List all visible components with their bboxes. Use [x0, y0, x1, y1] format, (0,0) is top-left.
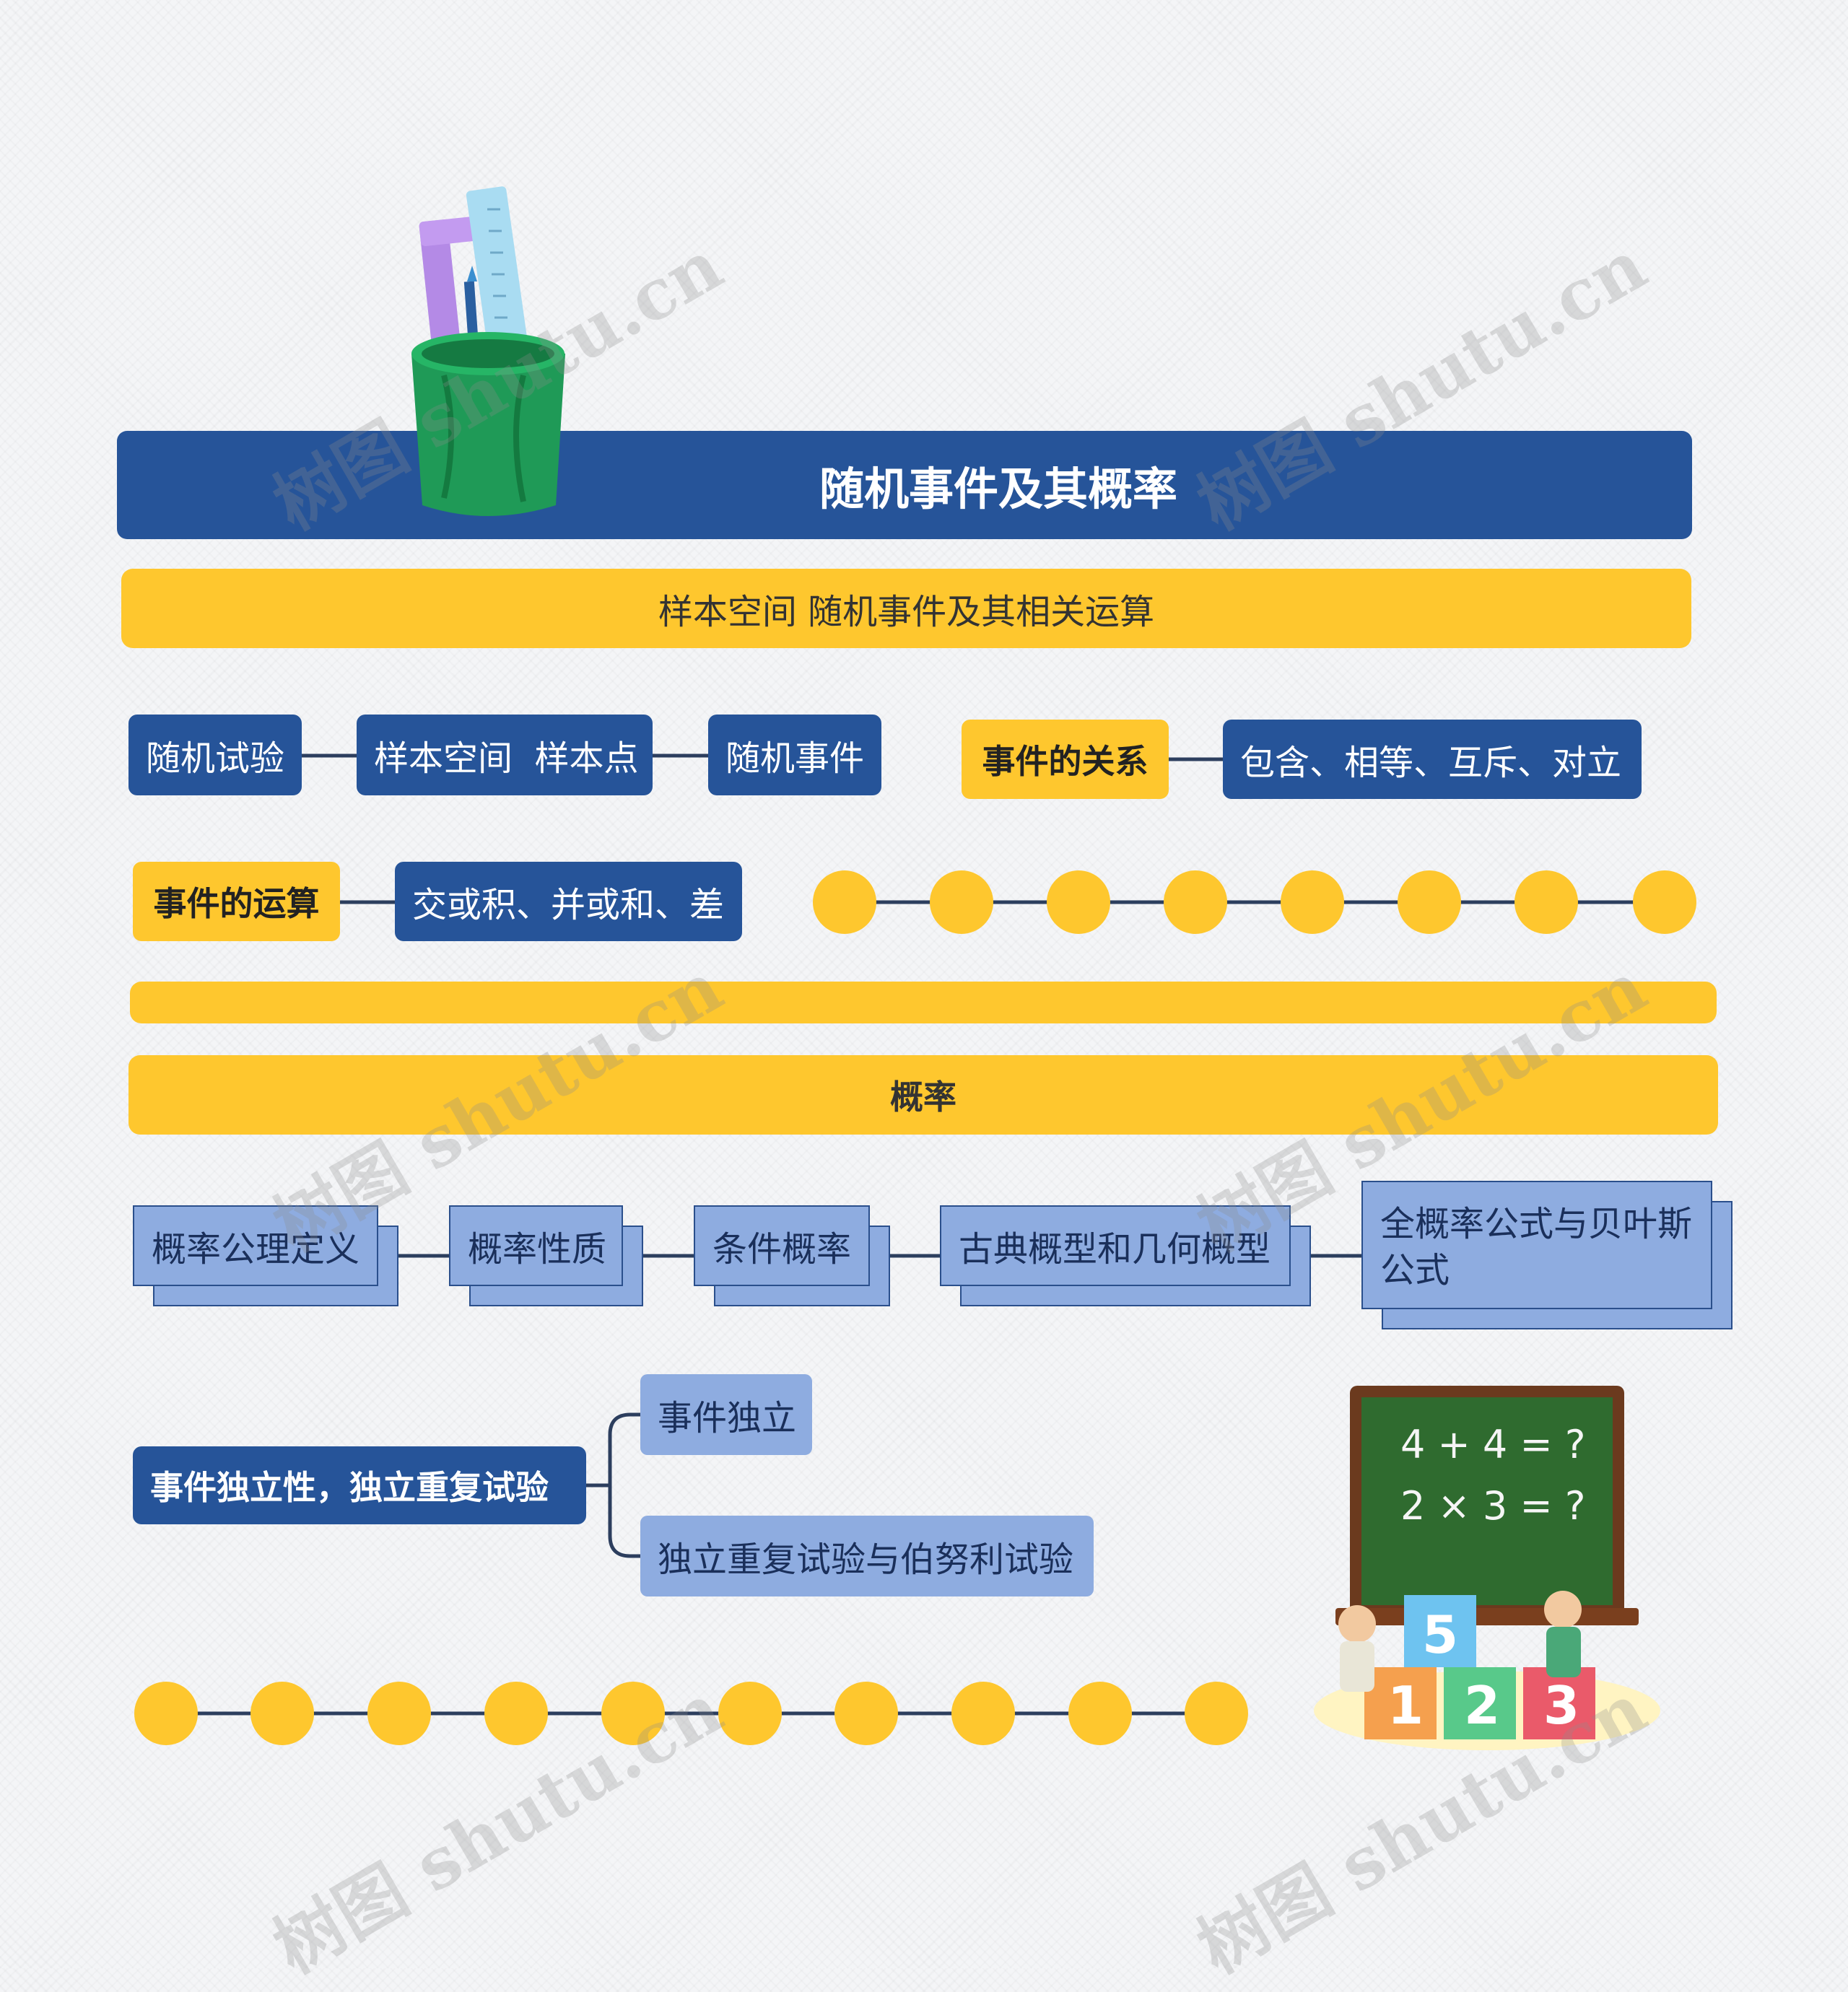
decor-dot: [134, 1682, 198, 1745]
node-bernoulli-trials[interactable]: 独立重复试验与伯努利试验: [640, 1516, 1094, 1596]
decor-dot: [601, 1682, 665, 1745]
node-independence[interactable]: 事件独立性，独立重复试验: [133, 1446, 586, 1524]
block-label: 3: [1543, 1675, 1579, 1736]
node-label: 事件独立: [658, 1398, 797, 1438]
node-label: 交或积、并或和、差: [412, 885, 725, 925]
decor-dot: [813, 870, 876, 934]
blackboard-line1: 4 + 4 = ?: [1400, 1422, 1586, 1467]
node-conditional-probability[interactable]: 条件概率: [694, 1205, 890, 1308]
decor-dot: [834, 1682, 898, 1745]
node-random-experiment[interactable]: 随机试验: [128, 715, 302, 795]
decor-dot: [1068, 1682, 1132, 1745]
node-total-probability-bayes[interactable]: 全概率公式与贝叶斯公式: [1361, 1181, 1732, 1331]
section-header-probability-text: 概率: [890, 1078, 956, 1117]
node-label: 样本空间 样本点: [374, 738, 639, 779]
node-event-operation[interactable]: 事件的运算: [133, 862, 340, 941]
block-label: 5: [1422, 1604, 1458, 1665]
node-random-event[interactable]: 随机事件: [708, 715, 881, 795]
decor-dot: [1398, 870, 1461, 934]
decor-dot: [1047, 870, 1110, 934]
page-title: 随机事件及其概率: [117, 431, 1692, 539]
node-label: 随机试验: [146, 738, 285, 779]
node-label: 事件的运算: [153, 884, 320, 923]
blackboard-line2: 2 × 3 = ?: [1400, 1483, 1586, 1529]
decor-dot: [930, 870, 993, 934]
block-label: 1: [1387, 1675, 1424, 1736]
decor-dot: [1185, 1682, 1248, 1745]
decor-dot: [951, 1682, 1015, 1745]
block-label: 2: [1464, 1675, 1500, 1736]
node-label: 随机事件: [725, 738, 865, 779]
decor-dot: [1281, 870, 1344, 934]
blackboard-illustration: 4 + 4 = ? 2 × 3 = ? 5 1 2 3: [1314, 1386, 1660, 1750]
node-label: 概率性质: [468, 1229, 607, 1270]
node-label: 条件概率: [712, 1229, 852, 1270]
node-sample-space[interactable]: 样本空间 样本点: [357, 715, 653, 795]
decor-dot: [250, 1682, 314, 1745]
section-header-probability: 概率: [128, 1055, 1718, 1135]
decor-dot: [718, 1682, 782, 1745]
divider-bar: [130, 982, 1717, 1023]
page-title-text: 随机事件及其概率: [819, 463, 1177, 515]
node-label: 独立重复试验与伯努利试验: [658, 1539, 1074, 1580]
node-label: 概率公理定义: [152, 1229, 360, 1270]
section-header-sample-space-text: 样本空间 随机事件及其相关运算: [658, 592, 1155, 632]
decor-dot: [367, 1682, 431, 1745]
decor-dot: [484, 1682, 548, 1745]
node-classical-geometric[interactable]: 古典概型和几何概型: [940, 1205, 1311, 1308]
decor-dot: [1514, 870, 1578, 934]
node-independent-events[interactable]: 事件独立: [640, 1374, 812, 1455]
node-label: 包含、相等、互斥、对立: [1240, 743, 1622, 783]
section-header-sample-space: 样本空间 随机事件及其相关运算: [121, 569, 1691, 648]
node-label: 事件的关系: [982, 742, 1149, 781]
node-label: 事件独立性，独立重复试验: [150, 1468, 549, 1507]
node-event-operation-value[interactable]: 交或积、并或和、差: [395, 862, 742, 941]
node-label: 全概率公式与贝叶斯公式: [1380, 1204, 1693, 1290]
node-probability-properties[interactable]: 概率性质: [449, 1205, 643, 1308]
decor-dot: [1633, 870, 1696, 934]
node-event-relation-value[interactable]: 包含、相等、互斥、对立: [1223, 720, 1642, 799]
node-label: 古典概型和几何概型: [959, 1229, 1271, 1270]
node-probability-axioms[interactable]: 概率公理定义: [133, 1205, 398, 1308]
pencil-cup-illustration: [411, 186, 565, 516]
decor-dot: [1164, 870, 1227, 934]
node-event-relation[interactable]: 事件的关系: [962, 720, 1169, 799]
